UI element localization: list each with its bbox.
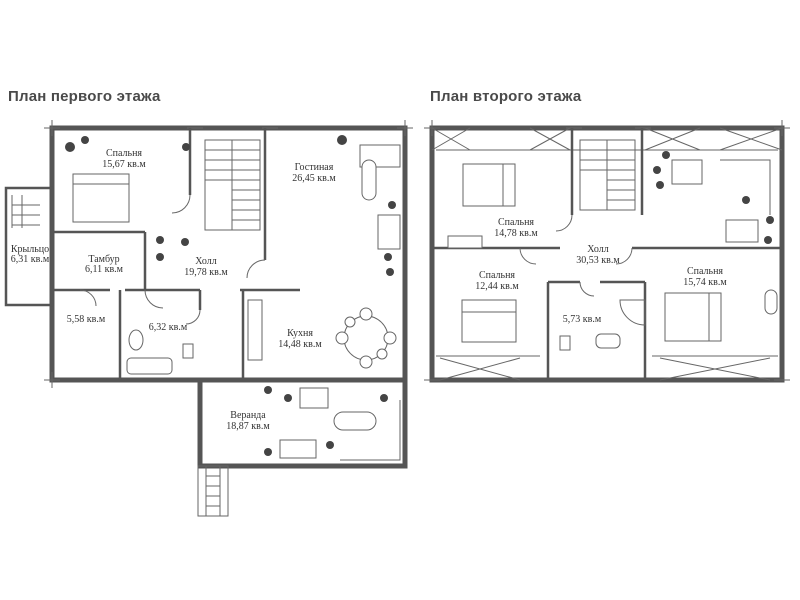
room-veranda: Веранда 18,87 кв.м (226, 410, 270, 432)
room-area: 6,11 кв.м (85, 264, 124, 275)
room-vestibule: Тамбур 6,11 кв.м (85, 254, 124, 275)
room-bedroom-a: Спальня 14,78 кв.м (494, 217, 538, 239)
plant-icons (65, 135, 396, 456)
kitchen-counter-icon (247, 299, 263, 361)
room-name: Веранда (230, 410, 266, 421)
bed-icon (461, 299, 517, 343)
room-name: Спальня (106, 148, 142, 159)
porch-structure (4, 186, 54, 307)
first-floor-heading: План первого этажа (8, 88, 161, 105)
room-bedroom-b: Спальня 12,44 кв.м (475, 270, 519, 292)
room-name: Холл (587, 244, 608, 255)
veranda-sofa-icon (299, 387, 329, 409)
room-area: 19,78 кв.м (184, 267, 228, 278)
room-area: 30,53 кв.м (576, 255, 620, 266)
room-area: 14,78 кв.м (494, 228, 538, 239)
room-bedroom-c: Спальня 15,74 кв.м (683, 266, 727, 288)
bed-icon (72, 173, 130, 223)
room-area-558: 5,58 кв.м (67, 314, 106, 325)
room-name: Спальня (479, 270, 515, 281)
bed-icon (462, 163, 516, 207)
room-kitchen: Кухня 14,48 кв.м (278, 328, 322, 350)
armchair-icon (671, 159, 703, 185)
room-area-632: 6,32 кв.м (149, 322, 188, 333)
veranda-armchair-icon (279, 439, 317, 459)
room-area-bath: 5,73 кв.м (563, 314, 602, 325)
room-name: Гостиная (295, 162, 334, 173)
room-living: Гостиная 26,45 кв.м (292, 162, 336, 184)
sofa-icon (447, 235, 483, 249)
room-area: 15,74 кв.м (683, 277, 727, 288)
room-name: Спальня (687, 266, 723, 277)
veranda-table-icon (333, 411, 377, 431)
room-name: Кухня (287, 328, 313, 339)
room-area: 18,87 кв.м (226, 421, 270, 432)
second-floor-plan: Спальня 14,78 кв.м Холл 30,53 кв.м Спаль… (424, 120, 790, 383)
first-floor-plan: Спальня 15,67 кв.м Гостиная 26,45 кв.м К… (4, 120, 413, 517)
room-hall-2: Холл 30,53 кв.м (576, 244, 620, 266)
room-name: Крыльцо (11, 244, 49, 255)
room-name: Спальня (498, 217, 534, 228)
bed-icon (664, 292, 722, 342)
armchair-icon (725, 219, 759, 243)
room-area: 6,31 кв.м (11, 254, 50, 265)
washbasin-icon (128, 329, 144, 351)
room-name: Тамбур (88, 254, 119, 265)
washbasin-icon (595, 333, 621, 349)
room-area: 12,44 кв.м (475, 281, 519, 292)
room-area: 26,45 кв.м (292, 173, 336, 184)
plant-icons (653, 151, 774, 244)
room-porch: Крыльцо 6,31 кв.м (11, 244, 50, 265)
second-floor-heading: План второго этажа (430, 88, 582, 105)
bathtub-icon (126, 357, 173, 375)
room-area: 14,48 кв.м (278, 339, 322, 350)
room-area: 15,67 кв.м (102, 159, 146, 170)
room-hall-1: Холл 19,78 кв.м (184, 256, 228, 278)
room-name: Холл (195, 256, 216, 267)
toilet-icon (182, 343, 194, 359)
veranda-wall (197, 377, 408, 469)
room-bedroom-1: Спальня 15,67 кв.м (102, 148, 146, 170)
toilet-icon (559, 335, 571, 351)
second-floor-outer-wall (429, 125, 785, 383)
armchair-icon (377, 214, 401, 250)
